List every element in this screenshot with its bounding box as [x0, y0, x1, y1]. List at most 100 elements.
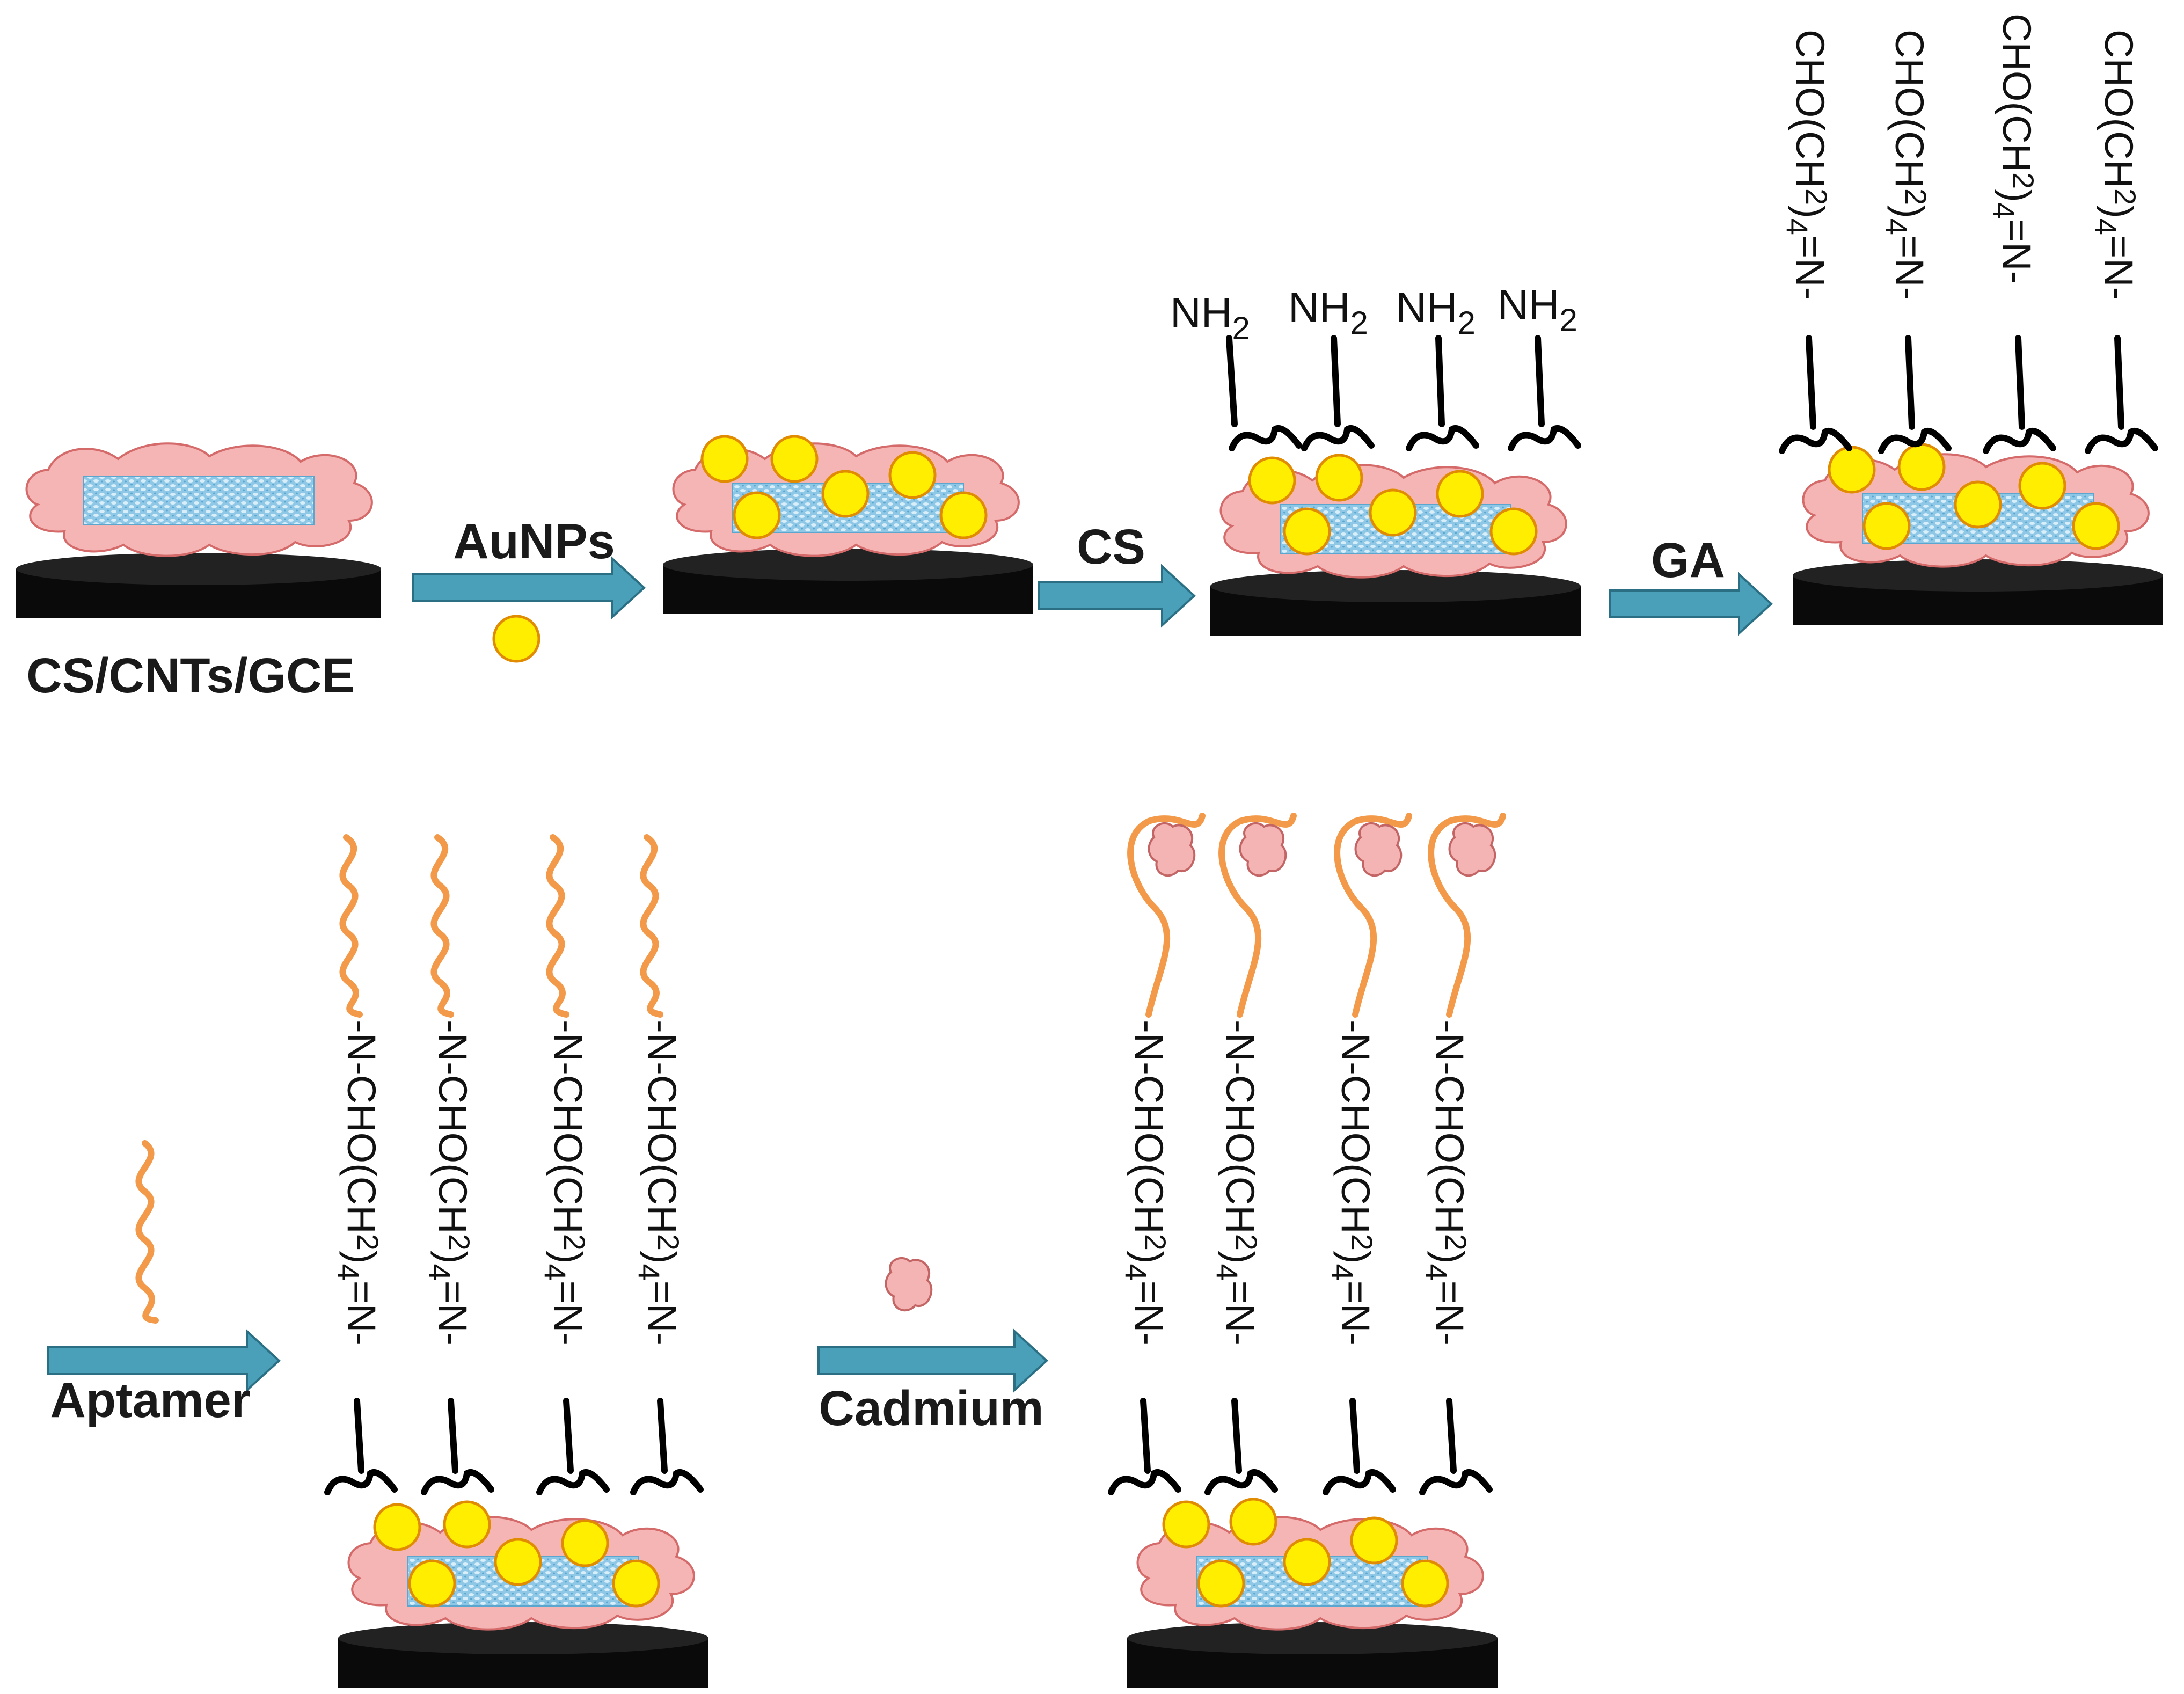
- aptamer-strand-icon: [640, 834, 663, 1018]
- cnt-layer: [83, 476, 315, 525]
- gold-nanoparticle-icon: [733, 491, 781, 539]
- gold-nanoparticle-icon: [561, 1519, 609, 1567]
- aptamer-strand-icon: [546, 834, 569, 1018]
- glassy-carbon-electrode: [16, 553, 381, 618]
- gold-nanoparticle-icon: [1229, 1498, 1277, 1546]
- gold-nanoparticle-icon: [821, 470, 870, 518]
- gold-nanoparticle-icon: [1283, 1538, 1331, 1586]
- aptamer-strand-icon: [1334, 813, 1412, 1018]
- gold-nanoparticle-icon: [1828, 446, 1876, 494]
- glassy-carbon-electrode: [1127, 1622, 1498, 1688]
- chitosan-chains: [1108, 1398, 1493, 1495]
- gold-nanoparticle-icon: [408, 1559, 456, 1608]
- gold-nanoparticle-icon: [1862, 502, 1911, 550]
- glassy-carbon-electrode: [1793, 559, 2163, 625]
- amine-groups: NH2 NH2 NH2 NH2: [1170, 281, 1577, 346]
- gold-nanoparticle-icon: [1350, 1516, 1398, 1565]
- step-label-aptamer: Aptamer: [50, 1373, 250, 1428]
- electrode-stage-1: [16, 442, 381, 618]
- aptamer-linker-label: -N-CHO(CH2)4=N-: [423, 1020, 476, 1346]
- folded-aptamers: [1127, 813, 1506, 1018]
- gold-nanoparticle-icon: [443, 1500, 491, 1549]
- aptamer-linker-label: -N-CHO(CH2)4=N-: [1420, 1020, 1473, 1346]
- gold-nanoparticle-icon: [1315, 454, 1363, 502]
- cadmium-ion-icon: [1448, 822, 1496, 877]
- glassy-carbon-electrode: [1210, 570, 1581, 636]
- gold-nanoparticle-icon: [1489, 507, 1538, 556]
- cadmium-ion-icon: [885, 1257, 933, 1312]
- gold-nanoparticle-icon: [2018, 462, 2066, 510]
- chitosan-chains: [1779, 335, 2158, 454]
- gold-nanoparticle-icon: [1248, 456, 1296, 505]
- gold-nanoparticle-icon: [1954, 480, 2002, 529]
- electrode-stage-6: [1127, 1498, 1498, 1688]
- gold-nanoparticle-icon: [1897, 443, 1946, 491]
- gold-nanoparticle-icon: [939, 491, 988, 539]
- ga-linker-labels: CHO(CH2)4=N- CHO(CH2)4=N- CHO(CH2)4=N- C…: [1780, 13, 2142, 300]
- right-arrow-icon: [47, 1328, 281, 1393]
- amine-label: NH2: [1498, 281, 1577, 338]
- right-arrow-icon: [817, 1328, 1048, 1393]
- arrow-aunps: AuNPs: [412, 514, 646, 663]
- cadmium-ion-icon: [1354, 822, 1403, 877]
- aptamer-linker-label: -N-CHO(CH2)4=N-: [332, 1020, 385, 1346]
- glassy-carbon-electrode: [338, 1622, 708, 1688]
- aptamer-strand-icon: [339, 834, 363, 1018]
- amine-label: NH2: [1170, 289, 1250, 346]
- chitosan-chains: [1226, 335, 1581, 451]
- gold-nanoparticle-icon: [1162, 1500, 1210, 1549]
- electrode-stage-5: [338, 1500, 708, 1688]
- aptamer-linker-label: -N-CHO(CH2)4=N-: [1326, 1020, 1379, 1346]
- chitosan-chains: [324, 1398, 704, 1495]
- step-label-cs: CS: [1077, 520, 1145, 574]
- gold-nanoparticle-icon: [700, 435, 749, 483]
- aptamer-linker-label: -N-CHO(CH2)4=N-: [1210, 1020, 1263, 1346]
- amine-label: NH2: [1396, 283, 1476, 341]
- aptamer-linker-labels: -N-CHO(CH2)4=N- -N-CHO(CH2)4=N- -N-CHO(C…: [1119, 1020, 1473, 1346]
- aptamer-strand-icon: [1127, 813, 1206, 1018]
- gold-nanoparticle-icon: [373, 1503, 421, 1551]
- bound-cadmium: [1148, 822, 1496, 877]
- gold-nanoparticle-icon: [612, 1559, 660, 1608]
- ga-linker-label: CHO(CH2)4=N-: [1880, 30, 1933, 300]
- ga-linker-label: CHO(CH2)4=N-: [1987, 13, 2040, 284]
- gold-nanoparticle-icon: [1283, 507, 1331, 556]
- electrode-stage-4: [1793, 443, 2163, 625]
- aptamer-linker-label: -N-CHO(CH2)4=N-: [538, 1020, 591, 1346]
- aptamer-strand-icon: [430, 834, 454, 1018]
- aptamer-linker-labels: -N-CHO(CH2)4=N- -N-CHO(CH2)4=N- -N-CHO(C…: [332, 1020, 685, 1346]
- cadmium-ion-icon: [1148, 822, 1196, 877]
- aptamer-strand-icon: [135, 1140, 159, 1324]
- arrow-ga: GA: [1609, 533, 1773, 636]
- step-label-ga: GA: [1651, 533, 1725, 588]
- aptamer-linker-label: -N-CHO(CH2)4=N-: [1119, 1020, 1172, 1346]
- gold-nanoparticle-icon: [492, 615, 540, 663]
- gold-nanoparticles: [700, 435, 988, 539]
- aptamer-strand-icon: [1218, 813, 1297, 1018]
- step-label-cadmium: Cadmium: [819, 1381, 1043, 1436]
- arrow-cadmium: Cadmium: [817, 1257, 1048, 1436]
- ga-linker-label: CHO(CH2)4=N-: [2089, 30, 2142, 300]
- gold-nanoparticle-icon: [2072, 502, 2120, 550]
- gold-nanoparticle-icon: [1436, 470, 1484, 518]
- right-arrow-icon: [1038, 564, 1196, 628]
- right-arrow-icon: [412, 556, 646, 620]
- gold-nanoparticle-icon: [770, 435, 819, 483]
- ga-linker-label: CHO(CH2)4=N-: [1780, 30, 1834, 300]
- aptamer-strands: [339, 834, 663, 1018]
- electrode-stage-3: [1210, 454, 1581, 636]
- gold-nanoparticle-icon: [494, 1538, 542, 1586]
- step-label-aunps: AuNPs: [453, 514, 615, 569]
- right-arrow-icon: [1609, 572, 1773, 636]
- gold-nanoparticle-icon: [888, 451, 937, 499]
- aptamer-strand-icon: [1428, 813, 1506, 1018]
- cadmium-ion-icon: [1239, 822, 1287, 877]
- amine-label: NH2: [1288, 283, 1368, 341]
- arrow-aptamer: Aptamer: [47, 1140, 281, 1428]
- aptamer-linker-label: -N-CHO(CH2)4=N-: [632, 1020, 685, 1346]
- gold-nanoparticle-icon: [1197, 1559, 1245, 1608]
- electrode-stage-2: [663, 435, 1033, 614]
- arrow-cs: CS: [1038, 520, 1196, 628]
- gold-nanoparticle-icon: [1369, 488, 1417, 537]
